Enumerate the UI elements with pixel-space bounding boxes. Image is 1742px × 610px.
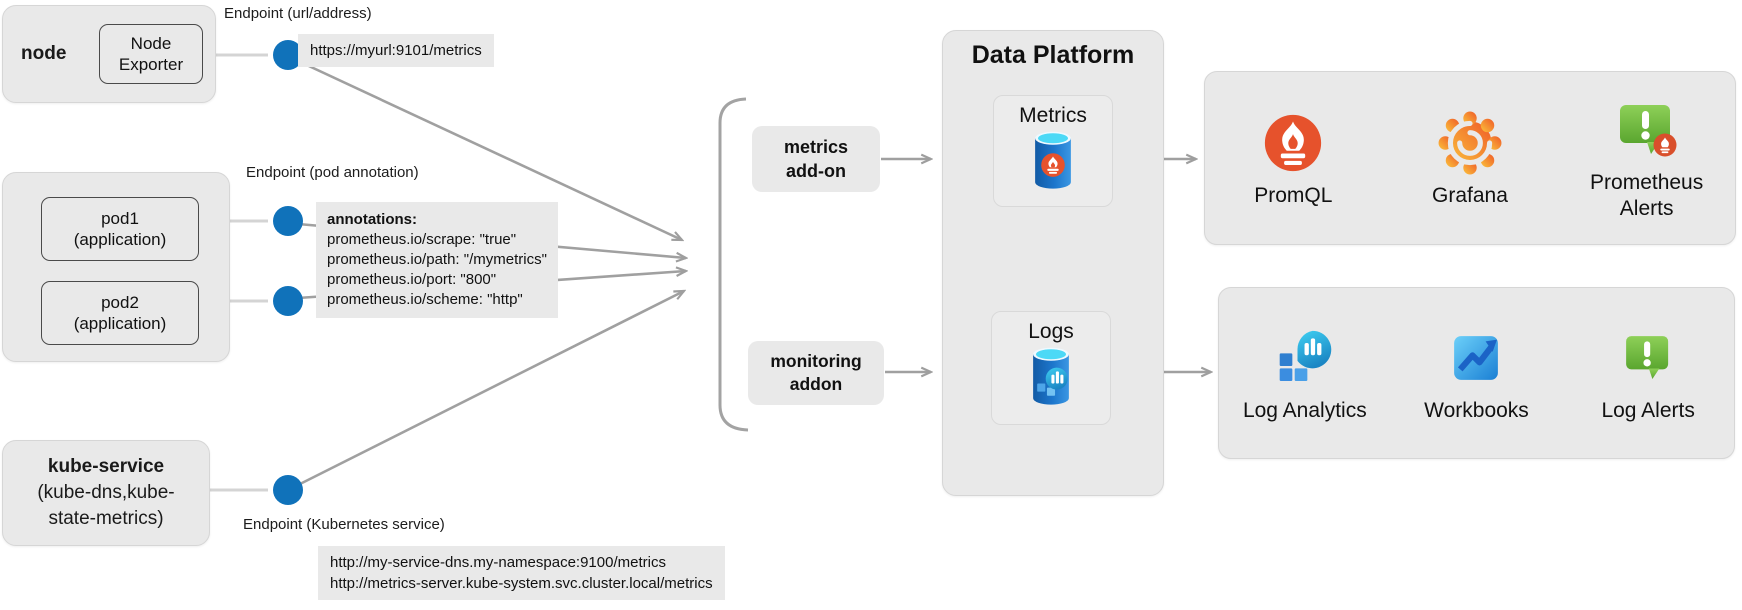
metrics-addon-line2: add-on [786, 161, 846, 181]
node-box: node Node Exporter [2, 5, 216, 103]
endpoint-dot-pod1 [273, 206, 303, 236]
endpoint-url-label: Endpoint (url/address) [224, 5, 372, 22]
prometheus-flame-icon [1265, 114, 1322, 171]
prometheus-alerts-label: Prometheus Alerts [1590, 170, 1704, 220]
endpoint-pod-label: Endpoint (pod annotation) [246, 164, 419, 181]
data-platform-title: Data Platform [971, 41, 1135, 69]
promql-label: PromQL [1254, 183, 1333, 207]
pod2-sub: (application) [73, 314, 167, 333]
log-analytics-label: Log Analytics [1242, 398, 1367, 422]
logs-database-icon [1033, 347, 1069, 405]
annotation-port: prometheus.io/port: "800" [327, 271, 497, 288]
grafana-spiral-icon [1438, 111, 1502, 174]
node-url-text: https://myurl:9101/metrics [310, 42, 482, 59]
data-platform-box: Data Platform Metrics Logs [942, 30, 1164, 496]
alert-bubble-icon [1626, 335, 1669, 379]
metrics-addon-line1: metrics [783, 137, 849, 157]
node-exporter-box: Node Exporter [99, 24, 203, 84]
kube-service-title: kube-service [47, 456, 165, 477]
annotations-title: annotations: [327, 211, 417, 228]
tool-workbooks: Workbooks [1391, 323, 1561, 424]
pod2-name: pod2 [101, 293, 139, 312]
annotation-scrape: prometheus.io/scrape: "true" [327, 231, 517, 248]
prometheus-database-icon [1035, 131, 1071, 189]
pod1-sub: (application) [73, 230, 167, 249]
annotations-box: annotations: prometheus.io/scrape: "true… [316, 202, 558, 318]
kube-urls-box: http://my-service-dns.my-namespace:9100/… [318, 546, 725, 600]
metrics-store-label: Metrics [1019, 104, 1087, 127]
tool-promql: PromQL [1208, 108, 1378, 209]
tool-grafana: Grafana [1385, 108, 1555, 209]
kube-service-sub1: (kube-dns,kube- [37, 482, 175, 503]
node-exporter-label-line1: Node [130, 34, 172, 53]
node-box-title: node [21, 43, 67, 64]
node-url-box: https://myurl:9101/metrics [298, 34, 494, 67]
endpoint-kube-label: Endpoint (Kubernetes service) [243, 516, 445, 533]
log-alerts-label: Log Alerts [1601, 398, 1695, 422]
kube-url-1: http://my-service-dns.my-namespace:9100/… [330, 554, 666, 571]
monitoring-addon-line2: addon [789, 374, 843, 394]
log-analytics-icon [1279, 330, 1332, 381]
pod1-box: pod1 (application) [41, 197, 199, 261]
arrow-kube-to-bracket [297, 291, 684, 487]
annotation-path: prometheus.io/path: "/mymetrics" [327, 251, 547, 268]
pods-box: pod1 (application) pod2 (application) [2, 172, 230, 362]
metrics-tools-panel: PromQL Grafana [1204, 71, 1736, 245]
pod1-name: pod1 [101, 209, 139, 228]
logs-store-label: Logs [1028, 320, 1074, 343]
metrics-store-box: Metrics [993, 95, 1113, 207]
node-exporter-label-line2: Exporter [118, 55, 184, 74]
workbooks-chart-icon [1454, 335, 1499, 380]
annotation-scheme: prometheus.io/scheme: "http" [327, 291, 523, 308]
logs-tools-panel: Log Analytics Workbooks Log [1218, 287, 1735, 459]
workbooks-label: Workbooks [1424, 398, 1529, 422]
grafana-label: Grafana [1432, 183, 1508, 207]
kube-service-box: kube-service (kube-dns,kube- state-metri… [2, 440, 210, 546]
metrics-addon-box: metrics add-on [752, 126, 880, 192]
pod2-box: pod2 (application) [41, 281, 199, 345]
bracket-shape [718, 97, 749, 432]
tool-prometheus-alerts: Prometheus Alerts [1562, 95, 1732, 222]
tool-log-analytics: Log Analytics [1220, 323, 1390, 424]
tool-log-alerts: Log Alerts [1563, 323, 1733, 424]
monitoring-addon-line1: monitoring [770, 351, 862, 371]
kube-url-2: http://metrics-server.kube-system.svc.cl… [330, 575, 713, 592]
kube-service-sub2: state-metrics) [48, 508, 164, 529]
logs-store-box: Logs [991, 311, 1111, 425]
prometheus-alert-bubble-icon [1619, 104, 1677, 156]
endpoint-dot-kube [273, 475, 303, 505]
endpoint-dot-pod2 [273, 286, 303, 316]
monitoring-addon-box: monitoring addon [748, 341, 884, 405]
